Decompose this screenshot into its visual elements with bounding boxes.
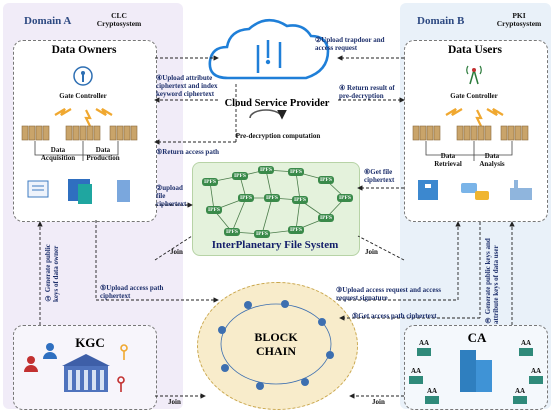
blockchain-node-icons — [218, 300, 334, 390]
ipfs-node: IPFS — [258, 166, 274, 174]
cloud-cycle-icon — [249, 109, 287, 120]
kgc-title: KGC — [75, 335, 105, 350]
gate-controller-a-icon — [73, 66, 93, 86]
ipfs-node: IPFS — [232, 172, 248, 180]
domain-a-title: Domain A — [24, 15, 72, 27]
ipfs-title: InterPlanetary File System — [211, 239, 339, 251]
step-5-upload-path: ⑤Upload access path ciphertext — [100, 284, 164, 300]
data-production-label: Data Production — [86, 146, 120, 162]
step-3-generate-user-keys: ③ Generate public keys and attribute key… — [484, 238, 500, 324]
person-icon — [43, 343, 57, 359]
ipfs-node: IPFS — [292, 196, 308, 204]
hospital-icon — [418, 180, 438, 200]
server-rack-icon — [21, 125, 529, 141]
aa-label: AA — [530, 367, 542, 375]
join-label: Join — [170, 248, 183, 256]
aa-label: AA — [520, 339, 532, 347]
gate-controller-b-icon — [466, 65, 482, 85]
document-icon — [27, 180, 49, 198]
step-6-get-file: ⑥Get file ciphertext — [364, 168, 395, 184]
ipfs-node: IPFS — [254, 230, 270, 238]
ipfs-node: IPFS — [337, 194, 353, 202]
join-label: Join — [372, 398, 385, 406]
join-label: Join — [168, 398, 181, 406]
key-icon — [120, 344, 128, 360]
aa-label: AA — [426, 387, 438, 395]
blockchain-title-line2: CHAIN — [255, 344, 296, 358]
gate-controller-b-label: Gate Controller — [450, 92, 498, 100]
blockchain-title-line1: BLOCK — [254, 330, 298, 344]
database-icon — [461, 183, 489, 200]
domain-a-crypto: CLC Cryptosystem — [96, 11, 142, 28]
ipfs-node: IPFS — [202, 178, 218, 186]
join-label: Join — [365, 248, 378, 256]
domain-b-title: Domain B — [417, 15, 465, 27]
building-icon — [68, 179, 92, 204]
cloud-subtitle: Pre-decryption computation — [235, 132, 321, 140]
data-users-title: Data Users — [448, 44, 502, 56]
data-acquisition-label: Data Acquisition — [40, 146, 76, 162]
step-2-trapdoor: ②Upload trapdoor and access request — [315, 36, 385, 52]
ipfs-node: IPFS — [318, 176, 334, 184]
ipfs-node: IPFS — [288, 226, 304, 234]
ipfs-node: IPFS — [206, 206, 222, 214]
factory-icon — [510, 180, 532, 200]
step-3-upload-request: ③Upload access request and access reques… — [336, 286, 441, 302]
step-5-return-path: ⑤Return access path — [156, 148, 220, 156]
cloud-icon — [208, 18, 330, 80]
gate-controller-a-label: Gate Controller — [59, 92, 107, 100]
tower-icon — [117, 180, 130, 202]
ipfs-node: IPFS — [224, 228, 240, 236]
key-icon — [117, 376, 125, 392]
ipfs-node: IPFS — [264, 194, 280, 202]
data-retrieval-label: Data Retrieval — [434, 152, 462, 168]
step-4-return-result: ④ Return result of pre-decryption — [339, 84, 395, 100]
ipfs-node: IPFS — [288, 168, 304, 176]
ipfs-node: IPFS — [318, 214, 334, 222]
step-5-get-path: ⑤Get access path ciphertext — [352, 312, 437, 320]
ca-title: CA — [467, 330, 487, 345]
domain-b-crypto: PKI Cryptosystem — [496, 11, 542, 28]
ca-building-icon — [460, 350, 492, 392]
data-analysis-label: Data Analysis — [479, 152, 505, 168]
ipfs-node: IPFS — [238, 194, 254, 202]
aa-label: AA — [410, 367, 422, 375]
cloud-title: Cloud Service Provider — [224, 98, 330, 109]
person-icon — [24, 356, 38, 372]
step-4-upload-attribute: ④Upload attribute ciphertext and index k… — [156, 74, 218, 98]
step-1-generate-owner-keys: ① Generate public keys of data owner — [44, 244, 60, 302]
data-owners-title: Data Owners — [51, 44, 117, 56]
step-2-upload-file: ②upload file ciphertext — [156, 184, 187, 208]
kgc-building-icon — [62, 354, 110, 392]
aa-building-icon — [409, 348, 543, 404]
aa-label: AA — [418, 339, 430, 347]
aa-label: AA — [514, 387, 526, 395]
